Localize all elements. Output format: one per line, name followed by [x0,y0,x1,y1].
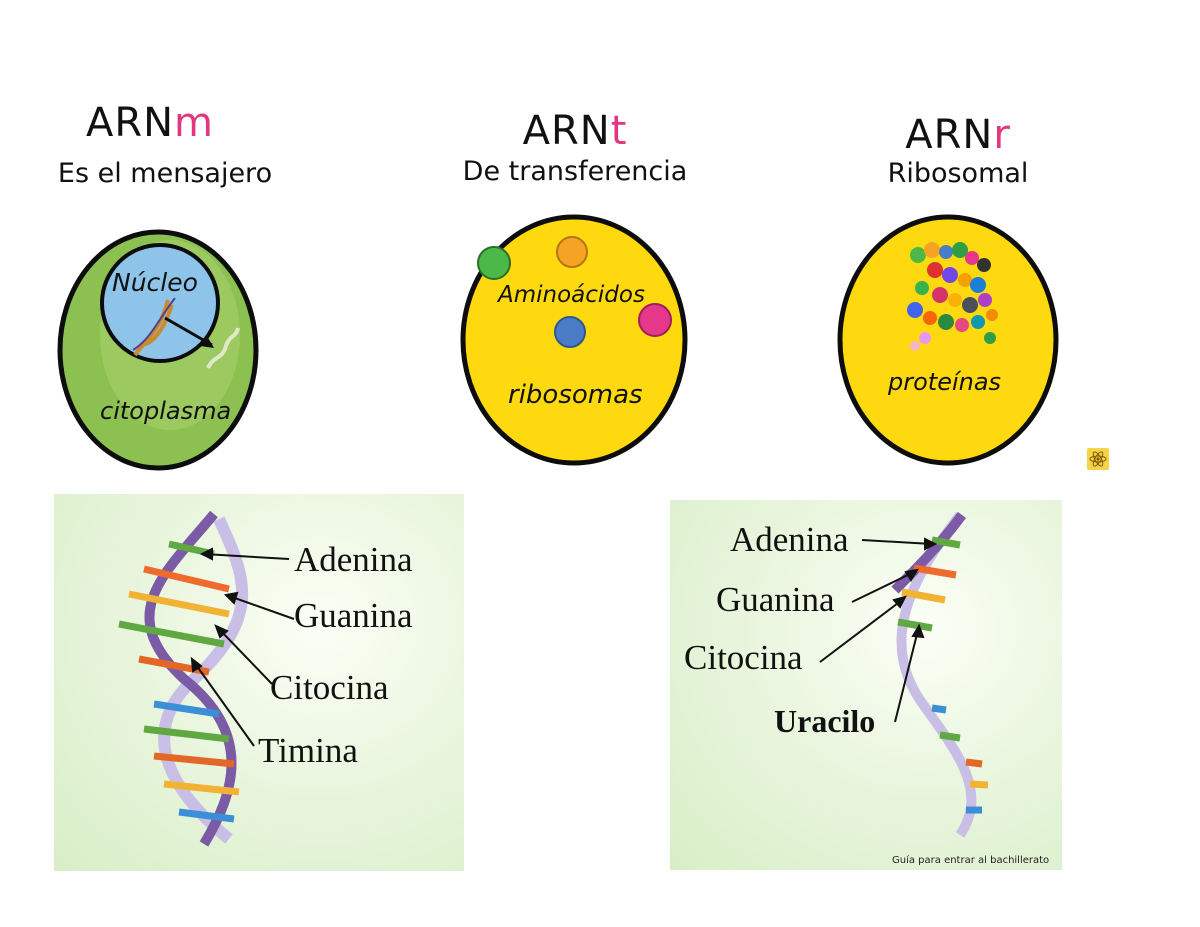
dna-pointer-lines [190,547,295,747]
rna-label-guanina: Guanina [716,580,835,619]
arnr-subtitle: Ribosomal [887,158,1029,189]
rna-label-uracilo: Uracilo [774,703,876,739]
dna-label-adenina: Adenina [294,540,413,579]
mrna-strand [206,327,240,369]
dna-label-timina: Timina [258,731,358,770]
dna-panel: Adenina Guanina Citocina Timina [54,494,464,871]
arnr-title: ARNr [868,112,1048,158]
mini-dna-icon [133,299,174,357]
aminoacid-blue [554,316,586,348]
cytoplasm-label: citoplasma [100,397,232,425]
protein-chain [907,242,998,351]
arnr-title-prefix: ARN [905,112,994,158]
arnt-subtitle: De transferencia [462,156,688,187]
atom-icon [1087,448,1109,470]
arnm-subtitle: Es el mensajero [57,158,273,189]
rna-backbone-lilac [896,511,977,838]
nucleus [100,243,220,363]
ribosomes-label: ribosomas [508,380,643,410]
rna-panel: Adenina Guanina Citocina Uracilo Guía pa… [670,500,1062,870]
rna-backbone-purple [891,512,967,594]
rna-label-citocina: Citocina [684,638,803,677]
arnr-title-suffix: r [993,112,1011,158]
aminoacid-green [477,246,511,280]
mini-dna-strand [132,297,176,351]
arnt-title-suffix: t [610,108,628,154]
dna-label-citocina: Citocina [270,668,389,707]
rna-bases [897,536,989,814]
nucleus-label: Núcleo [112,268,198,297]
dna-label-guanina: Guanina [294,596,413,635]
arnm-title-suffix: m [174,100,215,146]
rna-strand [819,511,989,838]
nucleus-arrow-head [200,336,214,348]
arnt-title-prefix: ARN [522,108,611,154]
aminoacid-orange [556,236,588,268]
dna-helix [118,510,295,847]
arnm-title-prefix: ARN [85,100,175,146]
arnm-title: ARNm [60,100,240,146]
aminoacid-pink [638,303,672,337]
rna-label-adenina: Adenina [730,520,849,559]
rna-panel-footer: Guía para entrar al bachillerato [892,855,1050,866]
rna-pointer-lines [819,537,938,723]
atom-icon-graphic [1089,451,1107,467]
proteins-label: proteínas [888,368,1002,396]
arnt-title: ARNt [485,108,665,154]
dna-backbone-lilac [158,516,249,844]
aminoacids-label: Aminoácidos [498,282,645,308]
cell-r-body [837,214,1059,466]
